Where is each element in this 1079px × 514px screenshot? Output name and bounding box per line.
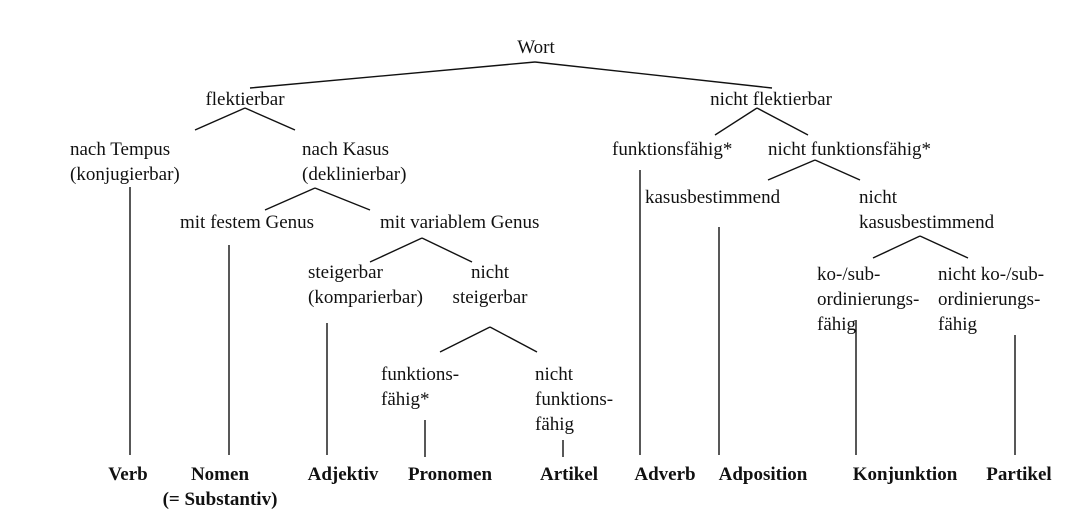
edge-nks-nicht-ordinierungsfaehig bbox=[919, 235, 969, 259]
edge-nsteig-funktionsfaehig bbox=[439, 326, 491, 353]
node-nicht-flektierbar: nicht flektierbar bbox=[710, 89, 832, 110]
pos-pronomen: Pronomen bbox=[407, 464, 493, 485]
node-funktionsfaehig-pronomen-line2: fähig* bbox=[381, 389, 430, 410]
node-nach-kasus-line2: (deklinierbar) bbox=[302, 164, 407, 185]
node-nicht-ordinierungsfaehig: nicht ko-/sub- ordinierungs- fähig bbox=[938, 262, 1044, 337]
node-nicht-funktionsfaehig-artikel: nicht funktions- fähig bbox=[535, 362, 613, 437]
node-nicht-funktionsfaehig: nicht funktionsfähig* bbox=[768, 139, 932, 160]
edge-kasus-variables-genus bbox=[314, 187, 371, 211]
edge-kasus-festes-genus bbox=[264, 187, 316, 211]
edge-nks-ordinierungsfaehig bbox=[872, 235, 921, 259]
node-nicht-steigerbar: nicht steigerbar bbox=[453, 260, 528, 310]
node-nicht-kasusbestimmend-line1: nicht bbox=[859, 187, 897, 208]
node-nach-tempus-line2: (konjugierbar) bbox=[70, 164, 180, 185]
node-nicht-ordinierungsfaehig-line2: ordinierungs- bbox=[938, 289, 1041, 310]
edge-nfunkt-nicht-kasusbestimmend bbox=[814, 159, 861, 181]
edge-wort-flektierbar bbox=[249, 61, 536, 89]
node-nicht-funktionsfaehig-artikel-line3: fähig bbox=[535, 414, 575, 435]
node-ordinierungsfaehig-line2: ordinierungs- bbox=[817, 289, 920, 310]
node-ordinierungsfaehig: ko-/sub- ordinierungs- fähig bbox=[817, 262, 919, 337]
edge-flektierbar-kasus bbox=[244, 107, 296, 131]
pos-nomen: Nomen (= Substantiv) bbox=[163, 462, 278, 512]
pos-partikel: Partikel bbox=[986, 464, 1052, 485]
node-steigerbar-line1: steigerbar bbox=[308, 262, 383, 283]
edge-nfunkt-kasusbestimmend bbox=[767, 159, 816, 181]
node-steigerbar: steigerbar (komparierbar) bbox=[308, 260, 423, 310]
pos-adposition: Adposition bbox=[718, 464, 808, 485]
node-nicht-funktionsfaehig-artikel-line1: nicht bbox=[535, 364, 573, 385]
edge-variabel-steigerbar bbox=[369, 237, 423, 263]
node-nicht-steigerbar-line2: steigerbar bbox=[452, 287, 528, 308]
edge-variabel-nicht-steigerbar bbox=[421, 237, 473, 263]
edge-nsteig-nicht-funktionsfaehig bbox=[489, 326, 538, 353]
node-nicht-ordinierungsfaehig-line3: fähig bbox=[938, 314, 978, 335]
pos-artikel: Artikel bbox=[539, 464, 599, 485]
pos-nomen-line2: (= Substantiv) bbox=[162, 489, 278, 510]
node-steigerbar-line2: (komparierbar) bbox=[308, 287, 423, 308]
node-wort: Wort bbox=[517, 37, 555, 58]
edge-nf-funktionsfaehig bbox=[714, 107, 758, 136]
node-nach-tempus: nach Tempus (konjugierbar) bbox=[70, 137, 180, 187]
node-nach-kasus-line1: nach Kasus bbox=[302, 139, 390, 160]
node-nicht-kasusbestimmend-line2: kasusbestimmend bbox=[859, 212, 995, 233]
node-variables-genus: mit variablem Genus bbox=[380, 212, 540, 233]
edge-nf-nicht-funktionsfaehig bbox=[756, 107, 809, 136]
node-nicht-funktionsfaehig-artikel-line2: funktions- bbox=[535, 389, 614, 410]
pos-konjunktion: Konjunktion bbox=[852, 464, 958, 485]
pos-nomen-line1: Nomen bbox=[190, 464, 250, 485]
node-nicht-kasusbestimmend: nicht kasusbestimmend bbox=[859, 185, 994, 235]
node-nach-tempus-line1: nach Tempus bbox=[70, 139, 171, 160]
node-nicht-steigerbar-line1: nicht bbox=[471, 262, 509, 283]
node-funktionsfaehig-pronomen-line1: funktions- bbox=[381, 364, 460, 385]
node-ordinierungsfaehig-line1: ko-/sub- bbox=[817, 264, 881, 285]
node-flektierbar: flektierbar bbox=[205, 89, 285, 110]
edge-wort-nicht-flektierbar bbox=[534, 61, 773, 89]
pos-adjektiv: Adjektiv bbox=[307, 464, 379, 485]
node-nach-kasus: nach Kasus (deklinierbar) bbox=[302, 137, 406, 187]
node-nicht-ordinierungsfaehig-line1: nicht ko-/sub- bbox=[938, 264, 1045, 285]
node-funktionsfaehig: funktionsfähig* bbox=[612, 139, 733, 160]
node-festes-genus: mit festem Genus bbox=[180, 212, 315, 233]
node-ordinierungsfaehig-line3: fähig bbox=[817, 314, 857, 335]
node-kasusbestimmend: kasusbestimmend bbox=[645, 187, 781, 208]
edge-flektierbar-tempus bbox=[194, 107, 246, 131]
node-funktionsfaehig-pronomen: funktions- fähig* bbox=[381, 362, 459, 412]
pos-verb: Verb bbox=[108, 464, 148, 485]
pos-adverb: Adverb bbox=[634, 464, 696, 485]
